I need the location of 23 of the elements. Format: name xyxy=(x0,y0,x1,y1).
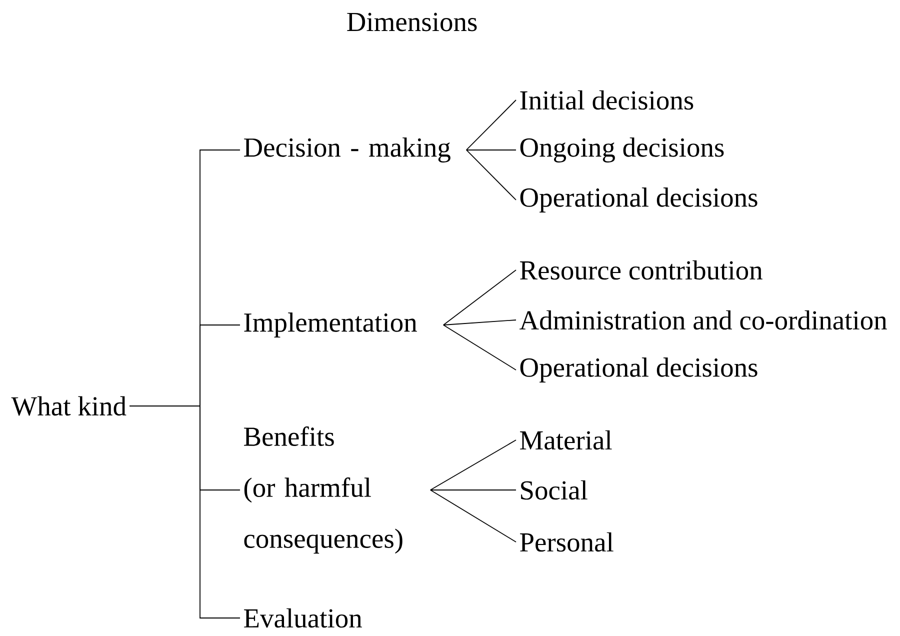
node-text: Resource contribution xyxy=(520,260,762,280)
connector-line xyxy=(430,490,516,542)
node-text: Ongoing decisions xyxy=(520,138,724,162)
node-text: Decision - making xyxy=(244,138,450,162)
node-text: Material xyxy=(520,430,612,450)
node-text: Evaluation xyxy=(244,608,362,628)
node-text: Initial decisions xyxy=(520,90,694,110)
title: Dimensions xyxy=(347,12,477,32)
node-text: Implementation xyxy=(244,312,417,338)
node-text: Operational decisions xyxy=(520,188,758,212)
node-text: Benefits (or harmful consequences) xyxy=(244,426,402,554)
connector-line xyxy=(442,270,516,326)
connector-line xyxy=(442,324,516,370)
node-text: Administration and co-ordination xyxy=(519,310,887,330)
node-text: What kind xyxy=(11,396,126,416)
connector-line xyxy=(442,320,516,326)
node-text: Operational decisions xyxy=(520,358,758,382)
bracket-line xyxy=(129,406,240,618)
connector-line xyxy=(466,100,516,150)
node-text: Personal xyxy=(520,532,614,552)
connector-line xyxy=(430,440,516,490)
connector-line xyxy=(466,150,516,200)
node-text: Social xyxy=(521,480,588,500)
